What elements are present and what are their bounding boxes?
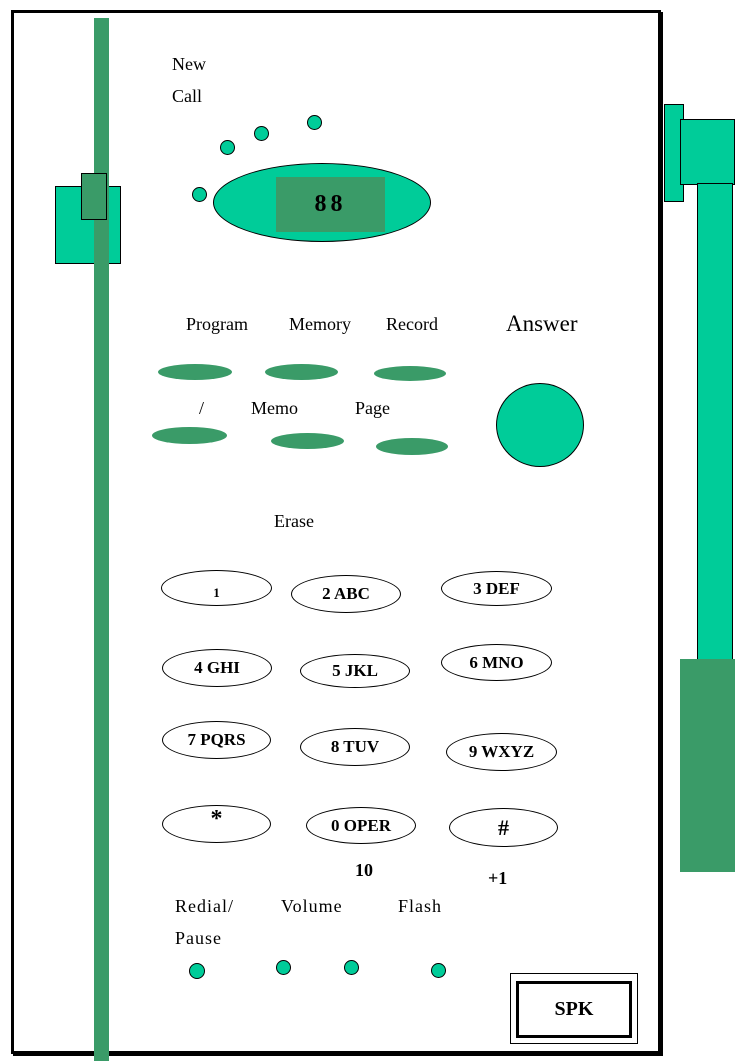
new-call-label-line2: Call [172,86,202,107]
answer-label: Answer [506,311,578,337]
key-7[interactable]: 7 PQRS [162,721,271,759]
indicator-led [220,140,235,155]
key-0-sublabel: 10 [355,860,373,881]
program-button[interactable] [158,364,232,380]
record-label: Record [386,314,438,335]
record-button[interactable] [374,366,446,381]
flash-button[interactable] [431,963,446,978]
memory-button[interactable] [265,364,338,380]
memo-label: Memo [251,398,298,419]
key-5[interactable]: 5 JKL [300,654,410,688]
key-star[interactable]: * [162,805,271,843]
slash-button[interactable] [152,427,227,444]
erase-label: Erase [274,511,314,532]
redial-button[interactable] [189,963,205,979]
volume-label: Volume [281,896,343,917]
indicator-led [254,126,269,141]
indicator-led [192,187,207,202]
key-hash[interactable]: # [449,808,558,847]
memo-button[interactable] [271,433,344,449]
redial-label-line1: Redial/ [175,896,234,917]
handset-bottom [680,659,735,872]
page-label: Page [355,398,390,419]
key-3[interactable]: 3 DEF [441,571,552,606]
key-4[interactable]: 4 GHI [162,649,272,687]
indicator-led [307,115,322,130]
page-button[interactable] [376,438,448,455]
key-8[interactable]: 8 TUV [300,728,410,766]
volume-up-button[interactable] [344,960,359,975]
flash-label: Flash [398,896,442,917]
answer-button[interactable] [496,383,584,467]
memory-label: Memory [289,314,351,335]
cord-clip-inner [81,173,107,220]
redial-label-line2: Pause [175,928,222,949]
speaker-button[interactable]: SPK [516,981,632,1038]
slash-label: / [199,398,204,419]
display-digits: 88 [276,177,385,232]
handset-bar[interactable] [697,183,733,663]
key-2[interactable]: 2 ABC [291,575,401,613]
key-0[interactable]: 0 OPER [306,807,416,844]
handset-top [680,119,735,185]
key-9[interactable]: 9 WXYZ [446,733,557,771]
key-hash-sublabel: +1 [488,868,507,889]
new-call-label-line1: New [172,54,206,75]
program-label: Program [186,314,248,335]
volume-down-button[interactable] [276,960,291,975]
key-1[interactable]: 1 [161,570,272,606]
key-6[interactable]: 6 MNO [441,644,552,681]
